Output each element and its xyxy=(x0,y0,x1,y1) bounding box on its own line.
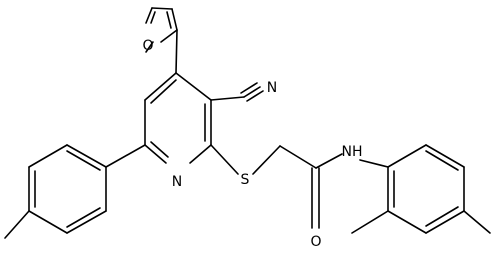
methylene-carbonyl-bond xyxy=(279,145,317,169)
pyridine-sulfur-bond xyxy=(210,144,239,175)
tolyl-ring xyxy=(28,144,146,234)
carbonyl-oxygen-label: O xyxy=(310,234,321,250)
furan-oxygen-label: O xyxy=(142,38,153,54)
thioether-sulfur-label: S xyxy=(241,172,250,188)
furan-ring xyxy=(145,7,178,53)
pyridine-ring xyxy=(144,72,212,164)
dimethylphenyl-ring xyxy=(387,144,465,234)
nitrile-nitrogen-label: N xyxy=(267,80,277,96)
nitrogen-aryl-bond xyxy=(359,159,389,168)
pyridine-nitrogen-label: N xyxy=(172,174,182,190)
para-methyl-bond xyxy=(463,210,491,234)
ortho-methyl-bond xyxy=(351,210,389,234)
nitrile-group xyxy=(210,82,264,102)
amide-nh-label: NH xyxy=(342,144,363,160)
tolyl-methyl-bond xyxy=(4,210,30,239)
furan-pyridine-bond xyxy=(175,29,178,74)
carbonyl-nitrogen-bond xyxy=(315,153,343,169)
sulfur-methylene-bond xyxy=(252,145,281,175)
